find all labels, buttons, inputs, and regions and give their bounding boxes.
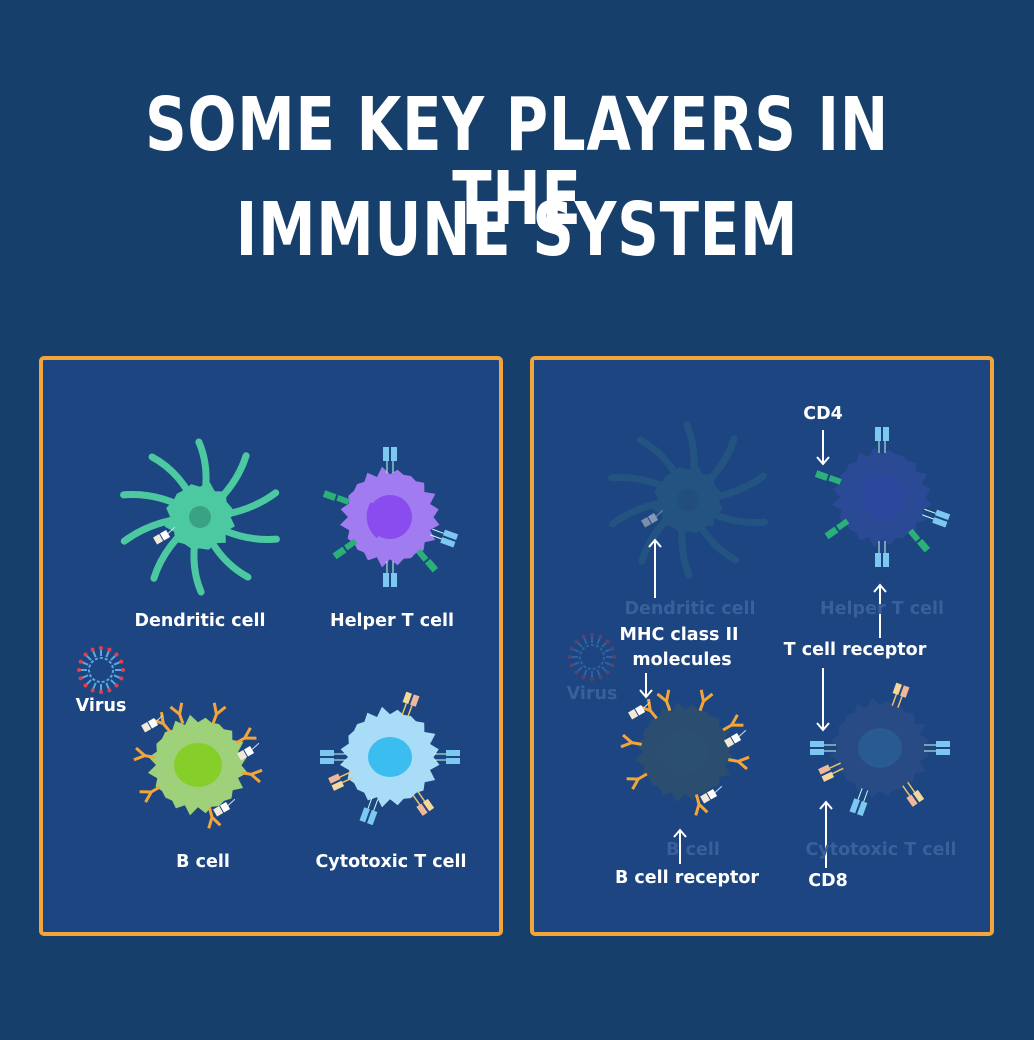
- dendritic-cell: [120, 438, 280, 596]
- dim-cytotoxic-t-cell: [810, 682, 950, 817]
- label-virus: Virus: [75, 696, 127, 716]
- bcr-up-arrow: [673, 828, 687, 864]
- b-cell-receptor-icon: [169, 702, 185, 725]
- b-cell-receptor-icon: [728, 755, 750, 771]
- dim-virus: [568, 633, 616, 681]
- b-cell-receptor-icon: [722, 714, 744, 732]
- cytotoxic-t-cell: [320, 691, 460, 826]
- dim-label-helper-t-cell: Helper T cell: [820, 599, 944, 619]
- label-helper-t-cell: Helper T cell: [330, 611, 454, 631]
- mhc-molecule-icon: [724, 729, 747, 748]
- dim-label-b-cell: B cell: [666, 840, 720, 860]
- cd8-up-arrow: [819, 800, 833, 868]
- mhc-up-arrow: [648, 538, 662, 598]
- tcr-down-arrow: [816, 668, 830, 732]
- dim-label-dendritic-cell: Dendritic cell: [624, 599, 756, 619]
- t-cell-receptor-icon: [383, 561, 397, 587]
- b-cell-receptor-icon: [139, 785, 161, 803]
- b-cell-receptor-icon: [211, 702, 227, 725]
- dim-label-cytotoxic-t-cell: Cytotoxic T cell: [805, 840, 957, 860]
- label-b-cell: B cell: [176, 852, 230, 872]
- co-receptor-icon: [332, 538, 358, 560]
- co-receptor-icon: [814, 470, 842, 485]
- tcr-up-arrow: [873, 583, 887, 638]
- t-cell-receptor-icon: [359, 797, 379, 826]
- t-cell-receptor-icon: [434, 750, 460, 764]
- mhc-molecule-icon: [700, 785, 723, 804]
- dim-label-virus: Virus: [566, 684, 618, 704]
- t-cell-receptor-icon: [383, 447, 397, 473]
- t-cell-receptor-icon: [875, 427, 889, 453]
- t-cell-receptor-icon: [922, 508, 951, 528]
- mhc-molecule-icon: [641, 509, 664, 528]
- cd8-icon: [401, 691, 420, 717]
- b-cell-receptor-icon: [133, 746, 155, 762]
- dim-b-cell: [620, 689, 750, 816]
- mhc-molecule-icon: [213, 798, 236, 817]
- mhc-molecule-icon: [153, 526, 176, 545]
- cd8-icon: [902, 781, 925, 807]
- dim-dendritic-cell: [608, 421, 768, 579]
- cd8-icon: [328, 771, 354, 791]
- b-cell: [133, 702, 263, 829]
- annotation-cd4: CD4: [803, 404, 843, 424]
- t-cell-receptor-icon: [810, 741, 836, 755]
- cd8-icon: [412, 790, 435, 816]
- mhc-molecule-icon: [628, 701, 651, 720]
- annotation-b-cell-receptor: B cell receptor: [614, 868, 760, 888]
- annotation-cd8: CD8: [808, 871, 848, 891]
- annotation-mhc-line1: MHC class II: [619, 625, 739, 645]
- helper-t-cell: [322, 447, 459, 587]
- t-cell-receptor-icon: [875, 541, 889, 567]
- cd8-icon: [891, 682, 910, 708]
- mhc-molecule-icon: [141, 714, 164, 733]
- t-cell-receptor-icon: [430, 528, 459, 548]
- b-cell-receptor-icon: [620, 733, 642, 749]
- co-receptor-icon: [824, 518, 850, 540]
- dim-helper-t-cell: [814, 427, 951, 567]
- annotation-t-cell-receptor: T cell receptor: [783, 640, 927, 660]
- right-panel: [530, 356, 994, 936]
- title-line-1: SOME KEY PLAYERS IN THE: [145, 82, 889, 242]
- b-cell-receptor-icon: [698, 689, 714, 712]
- mhc-down-arrow: [639, 673, 653, 699]
- annotation-mhc-line2: molecules: [632, 650, 732, 670]
- t-cell-receptor-icon: [924, 741, 950, 755]
- co-receptor-icon: [907, 528, 931, 553]
- co-receptor-icon: [322, 490, 350, 505]
- co-receptor-icon: [415, 548, 439, 573]
- mhc-molecule-icon: [237, 742, 260, 761]
- b-cell-receptor-icon: [207, 807, 222, 829]
- b-cell-receptor-icon: [656, 689, 672, 712]
- cd4-arrow: [816, 430, 830, 466]
- b-cell-receptor-icon: [694, 794, 709, 816]
- virus: [77, 646, 125, 694]
- left-panel: [39, 356, 503, 936]
- label-dendritic-cell: Dendritic cell: [134, 611, 266, 631]
- b-cell-receptor-icon: [235, 727, 257, 745]
- cd8-icon: [818, 762, 844, 782]
- title-line-2: IMMUNE SYSTEM: [235, 187, 799, 273]
- b-cell-receptor-icon: [626, 772, 648, 790]
- t-cell-receptor-icon: [320, 750, 346, 764]
- b-cell-receptor-icon: [241, 768, 263, 784]
- t-cell-receptor-icon: [849, 788, 869, 817]
- label-cytotoxic-t-cell: Cytotoxic T cell: [315, 852, 467, 872]
